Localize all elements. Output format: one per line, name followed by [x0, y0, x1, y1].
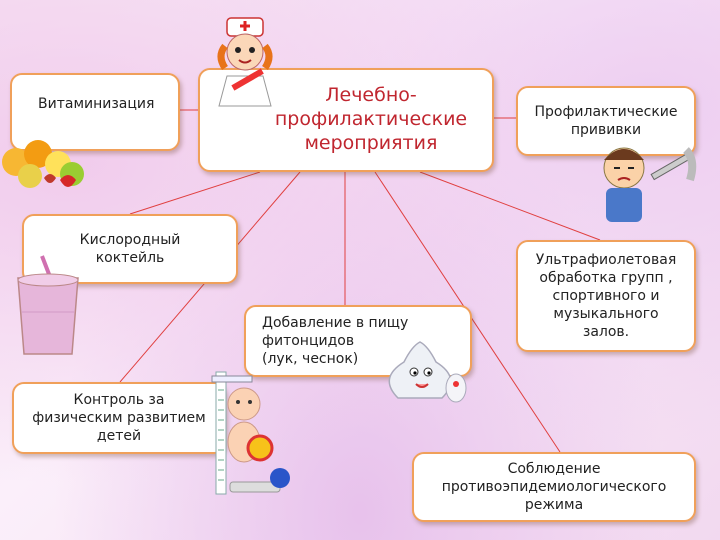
- drink-glass-icon: [17, 255, 79, 355]
- vitaminization-box: Витаминизация: [10, 73, 180, 151]
- oxygen-cocktail-label: Кислородный коктейль: [79, 231, 181, 266]
- main-topic-title: Лечебно- профилактические мероприятия: [274, 84, 468, 154]
- regime-box: Соблюдение противоэпидемиологического ре…: [412, 452, 696, 522]
- vaccinations-label: Профилактические прививки: [534, 103, 678, 138]
- physical-development-control-box: Контроль за физическим развитием детей: [12, 382, 226, 454]
- child-vaccination-icon: [603, 147, 697, 222]
- oxygen-cocktail-box: Кислородный коктейль: [22, 214, 238, 284]
- phytoncides-label: Добавление в пищу фитонцидов (лук, чесно…: [262, 314, 409, 368]
- phytoncides-box: Добавление в пищу фитонцидов (лук, чесно…: [244, 305, 472, 377]
- physical-development-control-label: Контроль за физическим развитием детей: [32, 391, 206, 445]
- fruits-icon: [2, 140, 84, 188]
- vaccinations-box: Профилактические прививки: [516, 86, 696, 156]
- main-topic-box: Лечебно- профилактические мероприятия: [198, 68, 494, 172]
- nurse-icon: [217, 17, 273, 107]
- regime-label: Соблюдение противоэпидемиологического ре…: [441, 460, 667, 514]
- uv-treatment-label: Ультрафиолетовая обработка групп , спорт…: [535, 251, 677, 341]
- baby-height-icon: [211, 371, 290, 495]
- uv-treatment-box: Ультрафиолетовая обработка групп , спорт…: [516, 240, 696, 352]
- vitaminization-label: Витаминизация: [38, 96, 155, 112]
- garlic-icon: [388, 341, 467, 403]
